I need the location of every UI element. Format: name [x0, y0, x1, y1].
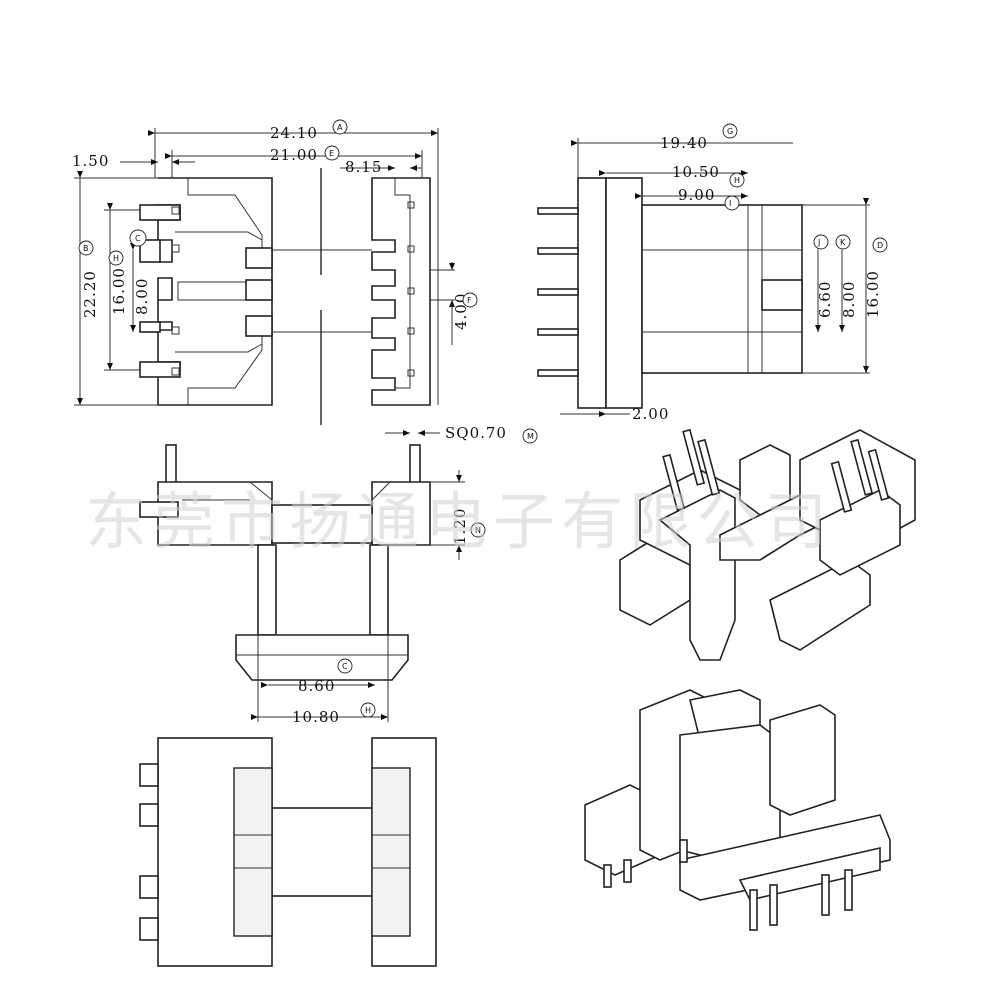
side-pins: [537, 207, 579, 377]
svg-text:F: F: [467, 296, 472, 305]
dim-16-00-right: 16.00: [864, 270, 882, 318]
dim-22-20: 22.20: [81, 270, 99, 318]
pin-stub-lower: [139, 321, 161, 333]
dim-21-00: 21.00: [270, 146, 318, 164]
dim-9-00: 9.00: [678, 186, 715, 204]
top-view: 24.10 A 21.00 E 8.15 1.50 22.20 B 16.00 …: [72, 119, 478, 425]
svg-text:D: D: [877, 241, 883, 250]
svg-text:A: A: [337, 123, 343, 132]
side-flange: [605, 177, 643, 409]
iso1-pins: [662, 428, 890, 513]
dim-sq-0-70: SQ0.70: [445, 424, 507, 442]
iso2-pins: [603, 839, 853, 931]
dim-24-10: 24.10: [270, 124, 318, 142]
svg-text:B: B: [83, 244, 89, 253]
company-watermark: 东莞市扬通电子有限公司: [85, 485, 833, 558]
pin-stub-upper: [139, 239, 161, 263]
dim-8-60: 8.60: [298, 677, 335, 695]
dim-8-00-right: 8.00: [840, 281, 858, 318]
svg-text:H: H: [365, 706, 371, 715]
dim-8-15: 8.15: [345, 158, 382, 176]
dim-10-80: 10.80: [292, 708, 340, 726]
side-view: 19.40 G 10.50 H 9.00 I 2.00 6.60 J 8.00 …: [537, 123, 888, 423]
svg-text:G: G: [727, 127, 733, 136]
svg-text:N: N: [475, 526, 481, 535]
svg-text:M: M: [527, 432, 534, 441]
front-view: 1.20 N 8.60 C 10.80 H: [139, 444, 486, 726]
dim-6-60: 6.60: [816, 281, 834, 318]
bottom-view: [139, 737, 437, 967]
dim-2-00: 2.00: [632, 405, 669, 423]
svg-text:I: I: [729, 199, 731, 208]
svg-text:J: J: [817, 238, 820, 247]
svg-text:H: H: [734, 176, 740, 185]
isometric-view-bottom: [584, 689, 891, 931]
pin-square-callout: SQ0.70 M: [385, 424, 538, 444]
isometric-view-top: [619, 428, 916, 661]
pin-rail: [577, 177, 607, 409]
pin-stub-top: [139, 204, 181, 221]
dim-19-40: 19.40: [660, 134, 708, 152]
dim-16-00: 16.00: [110, 267, 128, 315]
svg-text:H: H: [113, 254, 119, 263]
dim-1-50: 1.50: [72, 152, 109, 170]
svg-text:K: K: [840, 238, 846, 247]
svg-text:C: C: [342, 662, 348, 671]
dim-10-50: 10.50: [672, 163, 720, 181]
svg-text:E: E: [329, 149, 334, 158]
top-view-right-flange: [371, 177, 431, 406]
dim-1-20: 1.20: [451, 508, 469, 545]
dim-8-00-left: 8.00: [133, 278, 151, 315]
svg-text:C: C: [135, 234, 141, 243]
